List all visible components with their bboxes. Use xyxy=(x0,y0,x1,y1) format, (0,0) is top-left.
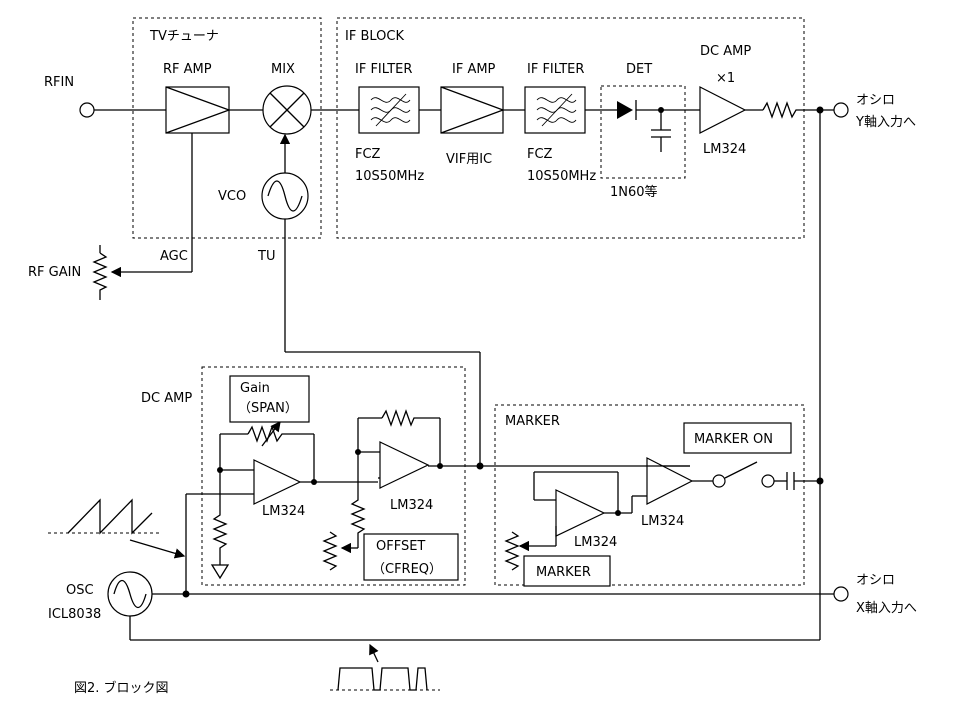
x-output-terminal xyxy=(833,586,849,602)
marker-switch-terminal-a xyxy=(712,474,726,488)
mix-label: MIX xyxy=(271,62,295,77)
opamp-a-symbol xyxy=(253,459,302,505)
vif-ic-label: VIF用IC xyxy=(446,152,492,167)
osc-x-label-1: オシロ xyxy=(856,573,895,588)
det-group xyxy=(600,85,686,179)
offset-cfreq-box xyxy=(363,533,459,581)
rf-amp-block xyxy=(165,86,230,134)
y-output-terminal xyxy=(833,102,849,118)
if-amp-block xyxy=(440,86,504,134)
osc-part-label: ICL8038 xyxy=(48,607,101,622)
rfin-label: RFIN xyxy=(44,75,74,90)
lm324-a-label: LM324 xyxy=(262,504,305,519)
dc-amp-label: DC AMP xyxy=(141,391,192,406)
diode-label: 1N60等 xyxy=(610,184,658,200)
if-filter-2-block xyxy=(524,86,586,134)
x1-label: ×1 xyxy=(716,71,735,86)
if-filter-1-label: IF FILTER xyxy=(355,62,412,77)
dc-amp-top-label: DC AMP xyxy=(700,44,751,59)
fcz1-label: FCZ xyxy=(355,147,381,162)
opamp-b-symbol xyxy=(379,441,430,489)
tv-tuner-label: TVチューナ xyxy=(149,29,219,44)
osc-label: OSC xyxy=(66,583,94,598)
lm324-c-label: LM324 xyxy=(574,535,617,550)
vco-label: VCO xyxy=(218,189,246,204)
marker-control-box xyxy=(523,555,611,587)
marker-group xyxy=(494,404,805,586)
if-filter-1-block xyxy=(358,86,420,134)
dc-amp-group xyxy=(201,366,466,586)
dc-amp-top-symbol xyxy=(699,86,747,134)
offset-label: OFFSET xyxy=(376,539,425,554)
opamp-c-symbol xyxy=(555,489,606,537)
lm324-top-label: LM324 xyxy=(703,142,746,157)
if-filter-2-label: IF FILTER xyxy=(527,62,584,77)
fcz2-label: FCZ xyxy=(527,147,553,162)
marker-on-label: MARKER ON xyxy=(694,432,773,447)
diode-symbol xyxy=(617,101,633,119)
marker-on-box xyxy=(683,422,792,454)
fcz2-part-label: 10S50MHz xyxy=(527,169,596,184)
osc-x-label-2: X軸入力へ xyxy=(856,601,917,616)
osc-y-label-1: オシロ xyxy=(856,93,895,108)
figure-caption: 図2. ブロック図 xyxy=(74,680,169,696)
tu-label: TU xyxy=(257,249,275,264)
if-block-group xyxy=(336,17,805,239)
if-amp-label: IF AMP xyxy=(452,62,496,77)
osc-y-label-2: Y軸入力へ xyxy=(855,115,916,130)
rfin-terminal xyxy=(79,102,95,118)
rf-gain-label: RF GAIN xyxy=(28,265,81,280)
lm324-d-label: LM324 xyxy=(641,514,684,529)
marker-group-label: MARKER xyxy=(505,414,560,429)
gain-label: Gain xyxy=(240,381,270,396)
cfreq-label: （CFREQ） xyxy=(372,562,442,577)
opamp-d-symbol xyxy=(646,457,694,505)
marker-switch-terminal-b xyxy=(761,474,775,488)
gain-span-box xyxy=(229,375,310,423)
det-label: DET xyxy=(626,62,652,77)
marker-btn-label: MARKER xyxy=(536,565,591,580)
rf-amp-label: RF AMP xyxy=(163,62,212,77)
fcz1-part-label: 10S50MHz xyxy=(355,169,424,184)
lm324-b-label: LM324 xyxy=(390,498,433,513)
agc-label: AGC xyxy=(160,249,188,264)
span-label: （SPAN） xyxy=(238,401,298,416)
if-block-label: IF BLOCK xyxy=(345,29,404,44)
